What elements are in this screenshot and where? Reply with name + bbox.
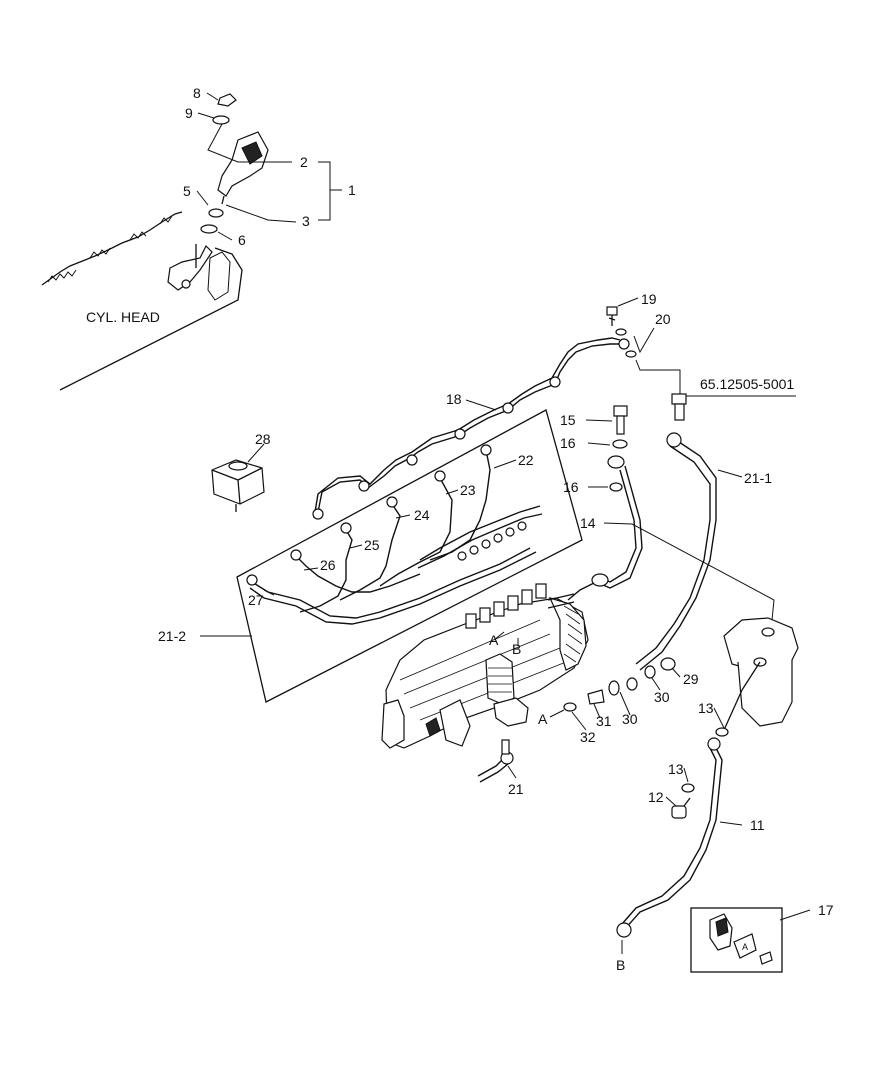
injector-nozzle-holder (167, 93, 269, 291)
callout-22: 22 (518, 452, 534, 468)
clip-kit-17 (690, 907, 783, 973)
cylinder-head-label: CYL. HEAD (86, 309, 160, 325)
callout-13b: 13 (668, 761, 684, 777)
callout-21-1: 21-1 (744, 470, 772, 486)
callout-3: 3 (302, 213, 310, 229)
callout-6: 6 (238, 232, 246, 248)
callout-2: 2 (300, 154, 308, 170)
leader-lines (196, 92, 811, 954)
callout-19: 19 (641, 291, 657, 307)
callout-8: 8 (193, 85, 201, 101)
callout-11: 11 (750, 817, 765, 833)
pipe-14 (567, 465, 643, 601)
callout-24: 24 (414, 507, 430, 523)
fittings-29-32 (563, 657, 676, 712)
injection-pipes-frame (236, 409, 583, 703)
callout-31: 31 (596, 713, 612, 729)
fitting-15-16 (607, 405, 628, 492)
callout-30b: 30 (622, 711, 638, 727)
callout-B-pump: B (512, 641, 521, 657)
callout-23: 23 (460, 482, 476, 498)
callout-16a: 16 (560, 435, 576, 451)
leak-off-line (312, 337, 630, 520)
injection-pump (381, 583, 589, 749)
banjo-bolt-19 (606, 306, 637, 358)
callout-28: 28 (255, 431, 271, 447)
callout-16b: 16 (563, 479, 579, 495)
callout-17: 17 (818, 902, 834, 918)
cylinder-head-outline (41, 211, 243, 391)
callout-18: 18 (446, 391, 462, 407)
callout-26: 26 (320, 557, 336, 573)
callout-12: 12 (648, 789, 664, 805)
callout-14: 14 (580, 515, 596, 531)
callout-1: 1 (348, 182, 356, 198)
part-number-label: 65.12505-5001 (700, 376, 794, 392)
callout-5: 5 (183, 183, 191, 199)
callout-A-pump: A (489, 632, 499, 648)
banjo-21 (477, 739, 514, 783)
callout-13a: 13 (698, 700, 714, 716)
callout-32: 32 (580, 729, 596, 745)
callout-A-clip: A (742, 942, 748, 952)
injection-pipes (246, 444, 543, 625)
callout-29: 29 (683, 671, 699, 687)
callout-25: 25 (364, 537, 380, 553)
cover-28 (211, 459, 265, 512)
callout-20: 20 (655, 311, 671, 327)
callout-21: 21 (508, 781, 524, 797)
callout-9: 9 (185, 105, 193, 121)
connector-65-12505 (671, 393, 687, 421)
callout-A: A (538, 711, 548, 727)
callout-B: B (616, 957, 625, 973)
labels: CYL. HEAD 65.12505-5001 8 9 2 1 5 3 6 19… (86, 85, 834, 973)
callout-30a: 30 (654, 689, 670, 705)
pipe-11 (623, 743, 723, 931)
callout-21-2: 21-2 (158, 628, 186, 644)
callout-27: 27 (248, 592, 264, 608)
callout-15: 15 (560, 412, 576, 428)
fuel-filter (723, 617, 799, 731)
bolt-12 (671, 797, 691, 819)
pipe-21-1 (639, 439, 717, 671)
